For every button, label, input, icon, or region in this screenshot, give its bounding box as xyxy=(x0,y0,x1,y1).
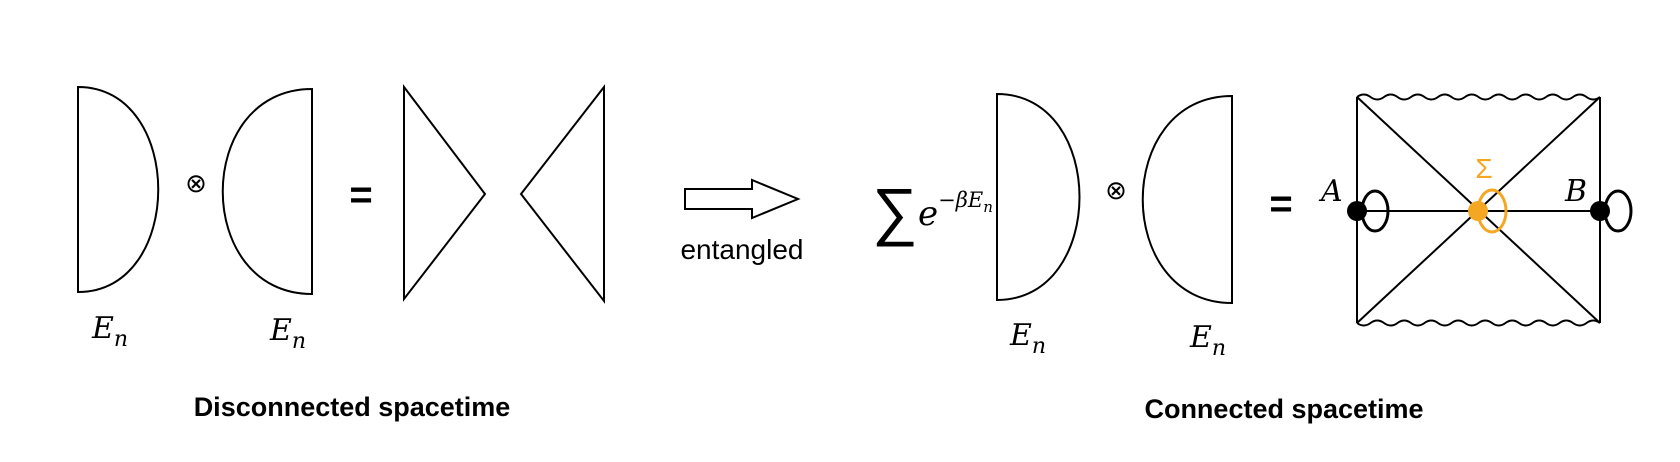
energy-label-left: En xyxy=(1009,318,1046,359)
boltzmann-factor: e−βEn xyxy=(918,188,993,234)
energy-label-left: En xyxy=(91,311,128,352)
caption-disconnected: Disconnected spacetime xyxy=(194,392,511,422)
dot-b xyxy=(1590,201,1610,221)
arrow-icon xyxy=(684,178,801,220)
label-b: B xyxy=(1564,174,1587,209)
half-disk-right xyxy=(221,87,313,296)
tensor-symbol: ⊗ xyxy=(185,168,207,198)
equals-sign: = xyxy=(1269,182,1292,226)
half-disk-left xyxy=(996,92,1081,302)
half-disk-right xyxy=(1141,94,1233,305)
connected-panel: ∑ e−βEn ⊗ En En = A xyxy=(872,92,1633,424)
equals-sign: = xyxy=(349,173,372,217)
sum-symbol: ∑ xyxy=(872,175,918,247)
caption-connected: Connected spacetime xyxy=(1144,394,1423,424)
tensor-symbol: ⊗ xyxy=(1105,175,1127,205)
dot-sigma xyxy=(1468,201,1488,221)
triangle-right-pointing xyxy=(403,84,487,302)
sigma-point: Σ xyxy=(1468,153,1508,234)
dot-a xyxy=(1347,201,1367,221)
bottom-singularity xyxy=(1356,319,1601,327)
point-a: A xyxy=(1318,174,1390,233)
point-b: B xyxy=(1564,174,1633,233)
triangle-left-pointing xyxy=(519,84,605,304)
label-sigma: Σ xyxy=(1475,153,1492,184)
entangled-label: entangled xyxy=(680,234,803,265)
top-singularity xyxy=(1356,93,1601,101)
energy-label-right: En xyxy=(1189,320,1226,361)
label-a: A xyxy=(1318,174,1343,209)
half-disk-left xyxy=(77,85,160,294)
disconnected-panel: ⊗ = En En Disconnected spacetime xyxy=(77,84,605,422)
energy-label-right: En xyxy=(269,313,306,354)
entangled-arrow-group: entangled xyxy=(680,178,804,265)
